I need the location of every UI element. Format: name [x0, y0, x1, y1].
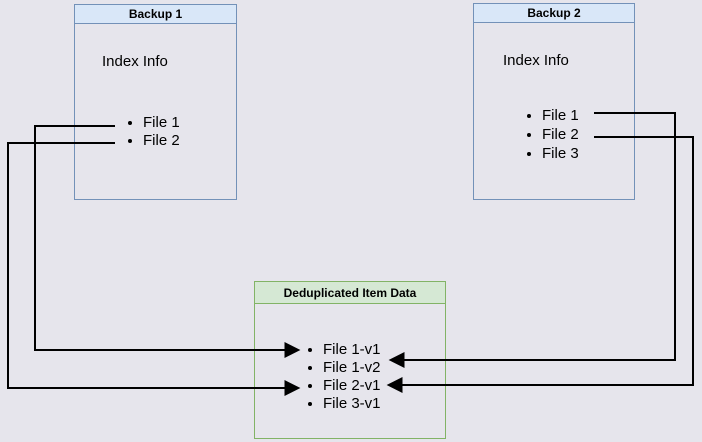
list-item: File 1-v1 — [323, 341, 381, 359]
list-item: File 1-v2 — [323, 359, 381, 377]
list-item: File 2-v1 — [323, 377, 381, 395]
list-item: File 2 — [143, 132, 180, 150]
backup2-title: Backup 2 — [474, 4, 634, 23]
list-item: File 1 — [143, 114, 180, 132]
backup1-title: Backup 1 — [75, 5, 236, 24]
list-item: File 1 — [542, 106, 579, 125]
dedup-box: Deduplicated Item Data File 1-v1 File 1-… — [254, 281, 446, 439]
backup2-subtitle: Index Info — [503, 52, 569, 69]
dedup-title: Deduplicated Item Data — [255, 282, 445, 304]
backup2-box: Backup 2 Index Info File 1 File 2 File 3 — [473, 3, 635, 200]
backup2-file-list: File 1 File 2 File 3 — [474, 106, 579, 163]
backup1-box: Backup 1 Index Info File 1 File 2 — [74, 4, 237, 200]
list-item: File 3-v1 — [323, 395, 381, 413]
dedup-file-list: File 1-v1 File 1-v2 File 2-v1 File 3-v1 — [255, 341, 381, 413]
list-item: File 3 — [542, 144, 579, 163]
backup1-file-list: File 1 File 2 — [75, 114, 180, 150]
backup1-subtitle: Index Info — [102, 53, 168, 70]
list-item: File 2 — [542, 125, 579, 144]
